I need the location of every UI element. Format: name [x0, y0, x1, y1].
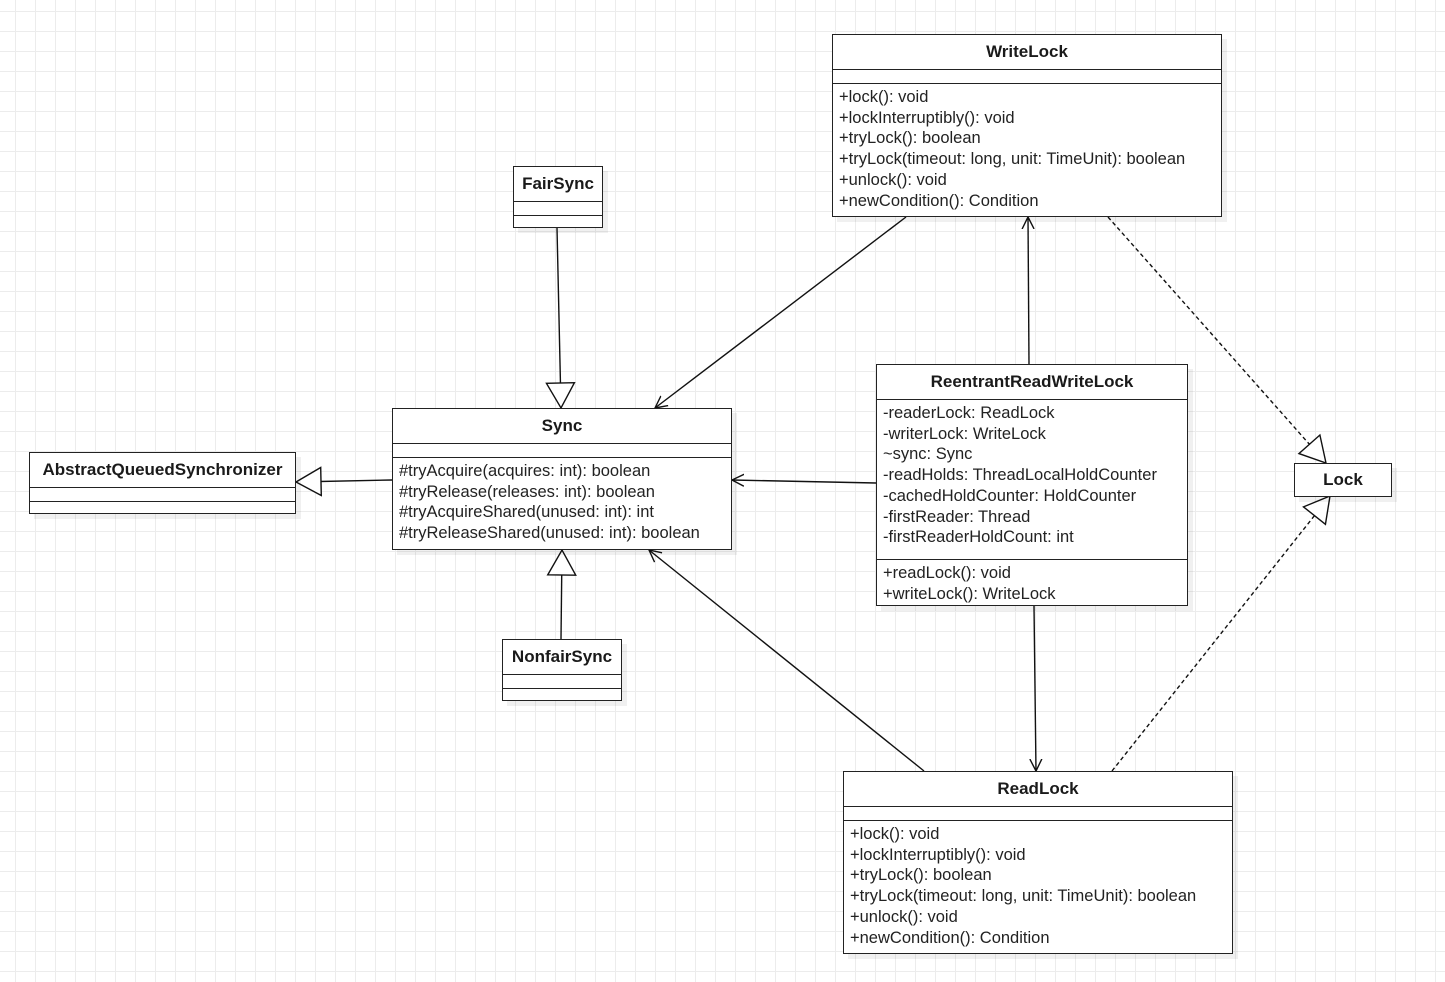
edge-sync-to-aqs [294, 466, 393, 497]
edge-writelock-to-sync [655, 216, 907, 408]
attributes-compartment [844, 807, 1232, 821]
attribute: -readerLock: ReadLock [883, 404, 1055, 422]
attributes-compartment [30, 488, 295, 502]
operation: +newCondition(): Condition [850, 928, 1050, 947]
edge-rrwl-to-writelock [1028, 217, 1029, 365]
attributes-compartment [833, 70, 1221, 84]
class-nonfairsync[interactable]: NonfairSync [502, 639, 622, 701]
class-sync[interactable]: Sync #tryAcquire(acquires: int): boolean… [392, 408, 732, 550]
operation: #tryReleaseShared(unused: int): boolean [399, 524, 700, 543]
attributes-compartment [393, 444, 731, 458]
operation: #tryAcquire(acquires: int): boolean [399, 462, 651, 480]
operations-compartment: #tryAcquire(acquires: int): boolean #try… [393, 461, 731, 544]
attribute: -firstReader: Thread [883, 507, 1031, 526]
class-name: ReadLock [844, 772, 1232, 807]
operation: +tryLock(): boolean [850, 866, 992, 885]
operation: +unlock(): void [850, 907, 958, 926]
class-name: WriteLock [833, 35, 1221, 70]
edge-rrwl-to-readlock [1034, 605, 1036, 771]
class-readlock[interactable]: ReadLock +lock(): void +lockInterruptibl… [843, 771, 1233, 954]
operation: +readLock(): void [883, 564, 1011, 582]
operation: +unlock(): void [839, 170, 947, 189]
class-name: FairSync [514, 167, 602, 202]
attributes-compartment: -readerLock: ReadLock -writerLock: Write… [877, 403, 1187, 560]
attributes-compartment [503, 675, 621, 689]
operation: #tryAcquireShared(unused: int): int [399, 503, 654, 522]
class-writelock[interactable]: WriteLock +lock(): void +lockInterruptib… [832, 34, 1222, 217]
class-lock[interactable]: Lock [1294, 463, 1392, 497]
class-abstractqueuedsynchronizer[interactable]: AbstractQueuedSynchronizer [29, 452, 296, 514]
operation: #tryRelease(releases: int): boolean [399, 482, 655, 501]
operation: +lock(): void [839, 88, 929, 106]
operations-compartment: +lock(): void +lockInterruptibly(): void… [833, 87, 1221, 211]
attribute: -writerLock: WriteLock [883, 424, 1046, 443]
edge-fairsync-to-sync [545, 227, 576, 410]
operation: +tryLock(timeout: long, unit: TimeUnit):… [850, 887, 1197, 906]
operation: +tryLock(): boolean [839, 129, 981, 148]
edge-rrwl-to-sync [732, 480, 877, 483]
operation: +tryLock(timeout: long, unit: TimeUnit):… [839, 150, 1186, 169]
operation: +lockInterruptibly(): void [850, 845, 1026, 864]
class-name: AbstractQueuedSynchronizer [30, 453, 295, 488]
operations-compartment: +readLock(): void +writeLock(): WriteLoc… [877, 563, 1187, 604]
class-name: ReentrantReadWriteLock [877, 365, 1187, 400]
operation: +newCondition(): Condition [839, 191, 1039, 210]
operation: +lockInterruptibly(): void [839, 108, 1015, 127]
edge-nonfairsync-to-sync [546, 548, 577, 640]
attribute: ~sync: Sync [883, 445, 973, 464]
attributes-compartment [514, 202, 602, 216]
operation: +writeLock(): WriteLock [883, 584, 1056, 603]
class-fairsync[interactable]: FairSync [513, 166, 603, 228]
attribute: -readHolds: ThreadLocalHoldCounter [883, 466, 1157, 485]
attribute: -cachedHoldCounter: HoldCounter [883, 486, 1137, 505]
class-name: Lock [1323, 469, 1363, 489]
attribute: -firstReaderHoldCount: int [883, 528, 1074, 547]
class-reentrantreadwritelock[interactable]: ReentrantReadWriteLock -readerLock: Read… [876, 364, 1188, 606]
class-name: NonfairSync [503, 640, 621, 675]
operations-compartment: +lock(): void +lockInterruptibly(): void… [844, 824, 1232, 948]
operation: +lock(): void [850, 825, 940, 843]
class-name: Sync [393, 409, 731, 444]
